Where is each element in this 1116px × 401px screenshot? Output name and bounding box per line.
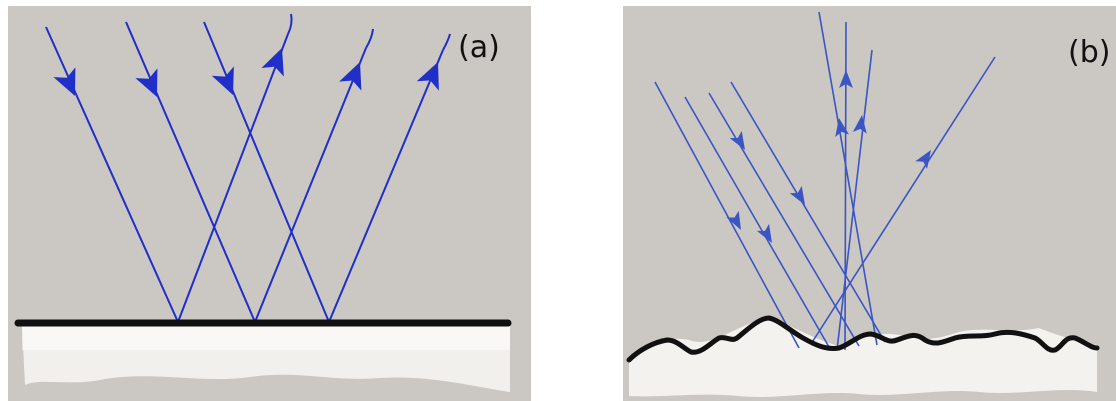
reflected-ray-1 <box>177 33 289 323</box>
panel-b-rough-reflection: (b) <box>619 0 1116 401</box>
panel-b-label: (b) <box>1068 35 1110 70</box>
reflected-ray-3 <box>836 49 873 351</box>
arrowhead-incident-1 <box>726 210 741 230</box>
rough-surface-line <box>626 315 1100 363</box>
arrowhead-incident-3 <box>211 66 234 95</box>
arrowhead-incident-2 <box>135 68 158 97</box>
incident-ray-3 <box>708 92 860 347</box>
arrowhead-incident-4 <box>789 185 805 205</box>
arrowhead-reflected-2 <box>339 62 362 91</box>
reflected-ray-4 <box>810 56 996 345</box>
arrowhead-reflected-3 <box>416 62 439 91</box>
incident-ray-4 <box>730 81 886 343</box>
arrowhead-incident-1 <box>53 67 76 96</box>
incident-ray-1 <box>654 81 800 349</box>
rough-arrowheads <box>726 70 931 243</box>
arrowhead-reflected-1 <box>835 118 850 137</box>
ray-curl-3 <box>442 33 451 51</box>
ray-curl-1 <box>287 13 293 35</box>
incident-ray-2 <box>684 96 830 348</box>
panel-a-label: (a) <box>458 30 500 65</box>
arrowhead-incident-2 <box>756 223 772 243</box>
reflected-ray-1 <box>818 11 878 346</box>
incident-ray-2 <box>125 21 256 323</box>
ray-curl-2 <box>365 28 374 49</box>
incident-ray-1 <box>45 26 179 323</box>
smooth-arrowheads <box>53 48 439 97</box>
arrowhead-reflected-2 <box>839 70 853 88</box>
arrowhead-incident-3 <box>729 130 745 150</box>
smooth-rays <box>45 13 451 323</box>
reflected-ray-2 <box>254 47 367 323</box>
arrowhead-reflected-4 <box>915 150 931 169</box>
incident-ray-3 <box>203 21 330 323</box>
material-highlight <box>22 326 510 350</box>
diagram-rough-surface: (b) <box>623 6 1116 401</box>
arrowhead-reflected-3 <box>852 115 867 134</box>
reflected-ray-3 <box>328 49 444 323</box>
arrowhead-reflected-1 <box>261 48 284 77</box>
diagram-smooth-surface: (a) <box>8 6 531 401</box>
panel-a-smooth-reflection: (a) <box>0 0 531 401</box>
